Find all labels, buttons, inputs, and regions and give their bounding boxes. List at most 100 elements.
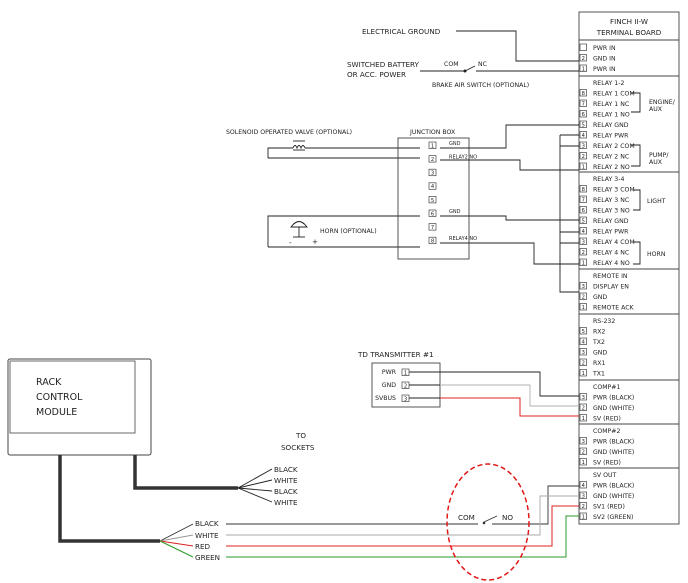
rack-label-3: MODULE bbox=[36, 407, 77, 418]
brake-nc-label: NC bbox=[478, 61, 487, 68]
pin-number: 3 bbox=[582, 395, 585, 401]
electrical-ground-label: ELECTRICAL GROUND bbox=[362, 27, 441, 36]
solenoid-icon bbox=[292, 140, 306, 151]
pin-number: 5 bbox=[582, 329, 585, 335]
junction-pin-number: 5 bbox=[431, 198, 434, 204]
pin-number: 4 bbox=[582, 229, 586, 235]
pin-label: RELAY 1 NO bbox=[593, 111, 630, 118]
sv-red-wire bbox=[226, 505, 579, 547]
group-label-aux: AUX bbox=[649, 106, 663, 113]
rack-label-1: RACK bbox=[36, 377, 62, 388]
pin-number: 1 bbox=[582, 164, 585, 170]
terminal-pin: 2 GND (WHITE) bbox=[579, 447, 634, 456]
pin-number: 5 bbox=[582, 218, 585, 224]
junction-pin: 7 bbox=[428, 223, 437, 231]
group-label-engine: ENGINE/ bbox=[649, 99, 676, 106]
to-sockets-label-2: SOCKETS bbox=[281, 443, 315, 452]
pin-number: 8 bbox=[582, 187, 585, 193]
pin-label: RELAY 3 NO bbox=[593, 207, 630, 214]
pin-number: 3 bbox=[582, 350, 585, 356]
pin-number: 2 bbox=[582, 250, 585, 256]
bottom-wire-red: RED bbox=[195, 542, 211, 551]
section-header: COMP#1 bbox=[593, 384, 620, 391]
jb-gnd2-wire bbox=[440, 215, 579, 221]
junction-pin-number: 2 bbox=[431, 157, 434, 163]
sv-white-wire bbox=[226, 495, 579, 536]
td-pin-label: GND bbox=[382, 382, 396, 389]
pin-label: GND (WHITE) bbox=[593, 493, 634, 500]
junction-pin-number: 3 bbox=[431, 171, 434, 177]
pin-number: 1 bbox=[582, 260, 585, 266]
pin-label: RELAY PWR bbox=[593, 228, 629, 235]
pin-label: GND (WHITE) bbox=[593, 449, 634, 456]
td-pin-number: 3 bbox=[404, 396, 407, 402]
terminal-pin: 3 GND (WHITE) bbox=[579, 491, 634, 500]
pin-label: GND (WHITE) bbox=[593, 405, 634, 412]
pin-label: GND bbox=[593, 349, 607, 356]
pin-label: PWR IN bbox=[593, 66, 616, 73]
sockets-cable bbox=[133, 455, 238, 490]
terminal-pin: PWR IN bbox=[579, 43, 616, 52]
pin-number: 3 bbox=[582, 493, 585, 499]
junction-pin: 3 bbox=[428, 168, 437, 177]
pin-number: 1 bbox=[582, 305, 585, 311]
pin-number: 1 bbox=[582, 514, 585, 520]
sv-green-wire bbox=[226, 515, 579, 558]
pin-number: 4 bbox=[582, 483, 586, 489]
pin-number: 8 bbox=[582, 91, 585, 97]
pin-label: RELAY 2 NC bbox=[593, 153, 629, 160]
pin-number: 3 bbox=[582, 284, 585, 290]
terminal-pin: 3 GND bbox=[579, 348, 607, 356]
td-pin-number: 2 bbox=[404, 383, 407, 389]
pin-number: 1 bbox=[582, 66, 585, 72]
pin-number: 4 bbox=[582, 339, 586, 345]
pin-number: 1 bbox=[582, 371, 585, 377]
junction-pin-label: GND bbox=[449, 209, 461, 215]
pin-number: 6 bbox=[582, 208, 585, 214]
pin-label: SV1 (RED) bbox=[593, 503, 625, 510]
pin-label: RELAY PWR bbox=[593, 132, 629, 139]
section-header: RS-232 bbox=[593, 318, 615, 325]
terminal-board: FINCH II-W TERMINAL BOARD bbox=[578, 11, 680, 525]
pin-label: SV (RED) bbox=[593, 459, 621, 466]
pin-number: 1 bbox=[582, 416, 585, 422]
pin-number: 6 bbox=[582, 112, 585, 118]
pin-number: 2 bbox=[582, 449, 585, 455]
bottom-fan bbox=[159, 523, 194, 558]
pin-label: RX1 bbox=[593, 360, 606, 367]
terminal-pin: 1 TX1 bbox=[579, 369, 605, 377]
junction-pin-number: 1 bbox=[431, 143, 434, 149]
socket-wire-black-2: BLACK bbox=[274, 487, 298, 496]
pin-number: 2 bbox=[582, 56, 585, 62]
terminal-pin: 4 RELAY PWR bbox=[579, 227, 629, 235]
pin-number: 7 bbox=[582, 101, 585, 107]
group-label-horn: HORN bbox=[647, 251, 666, 258]
pin-label: DISPLAY EN bbox=[593, 283, 629, 290]
terminal-board-title: FINCH II-W bbox=[610, 17, 648, 26]
section-header: COMP#2 bbox=[593, 428, 620, 435]
pin-label: RELAY 4 NC bbox=[593, 249, 629, 256]
terminal-pin: 6 RELAY 1 NO bbox=[579, 110, 630, 118]
pin-label: TX1 bbox=[592, 370, 605, 377]
rack-label-2: CONTROL bbox=[36, 392, 83, 403]
pin-label: RELAY 3 NC bbox=[593, 197, 629, 204]
pin-number: 1 bbox=[582, 460, 585, 466]
socket-wire-white-2: WHITE bbox=[274, 498, 298, 507]
sv-com-label: COM bbox=[458, 513, 475, 522]
